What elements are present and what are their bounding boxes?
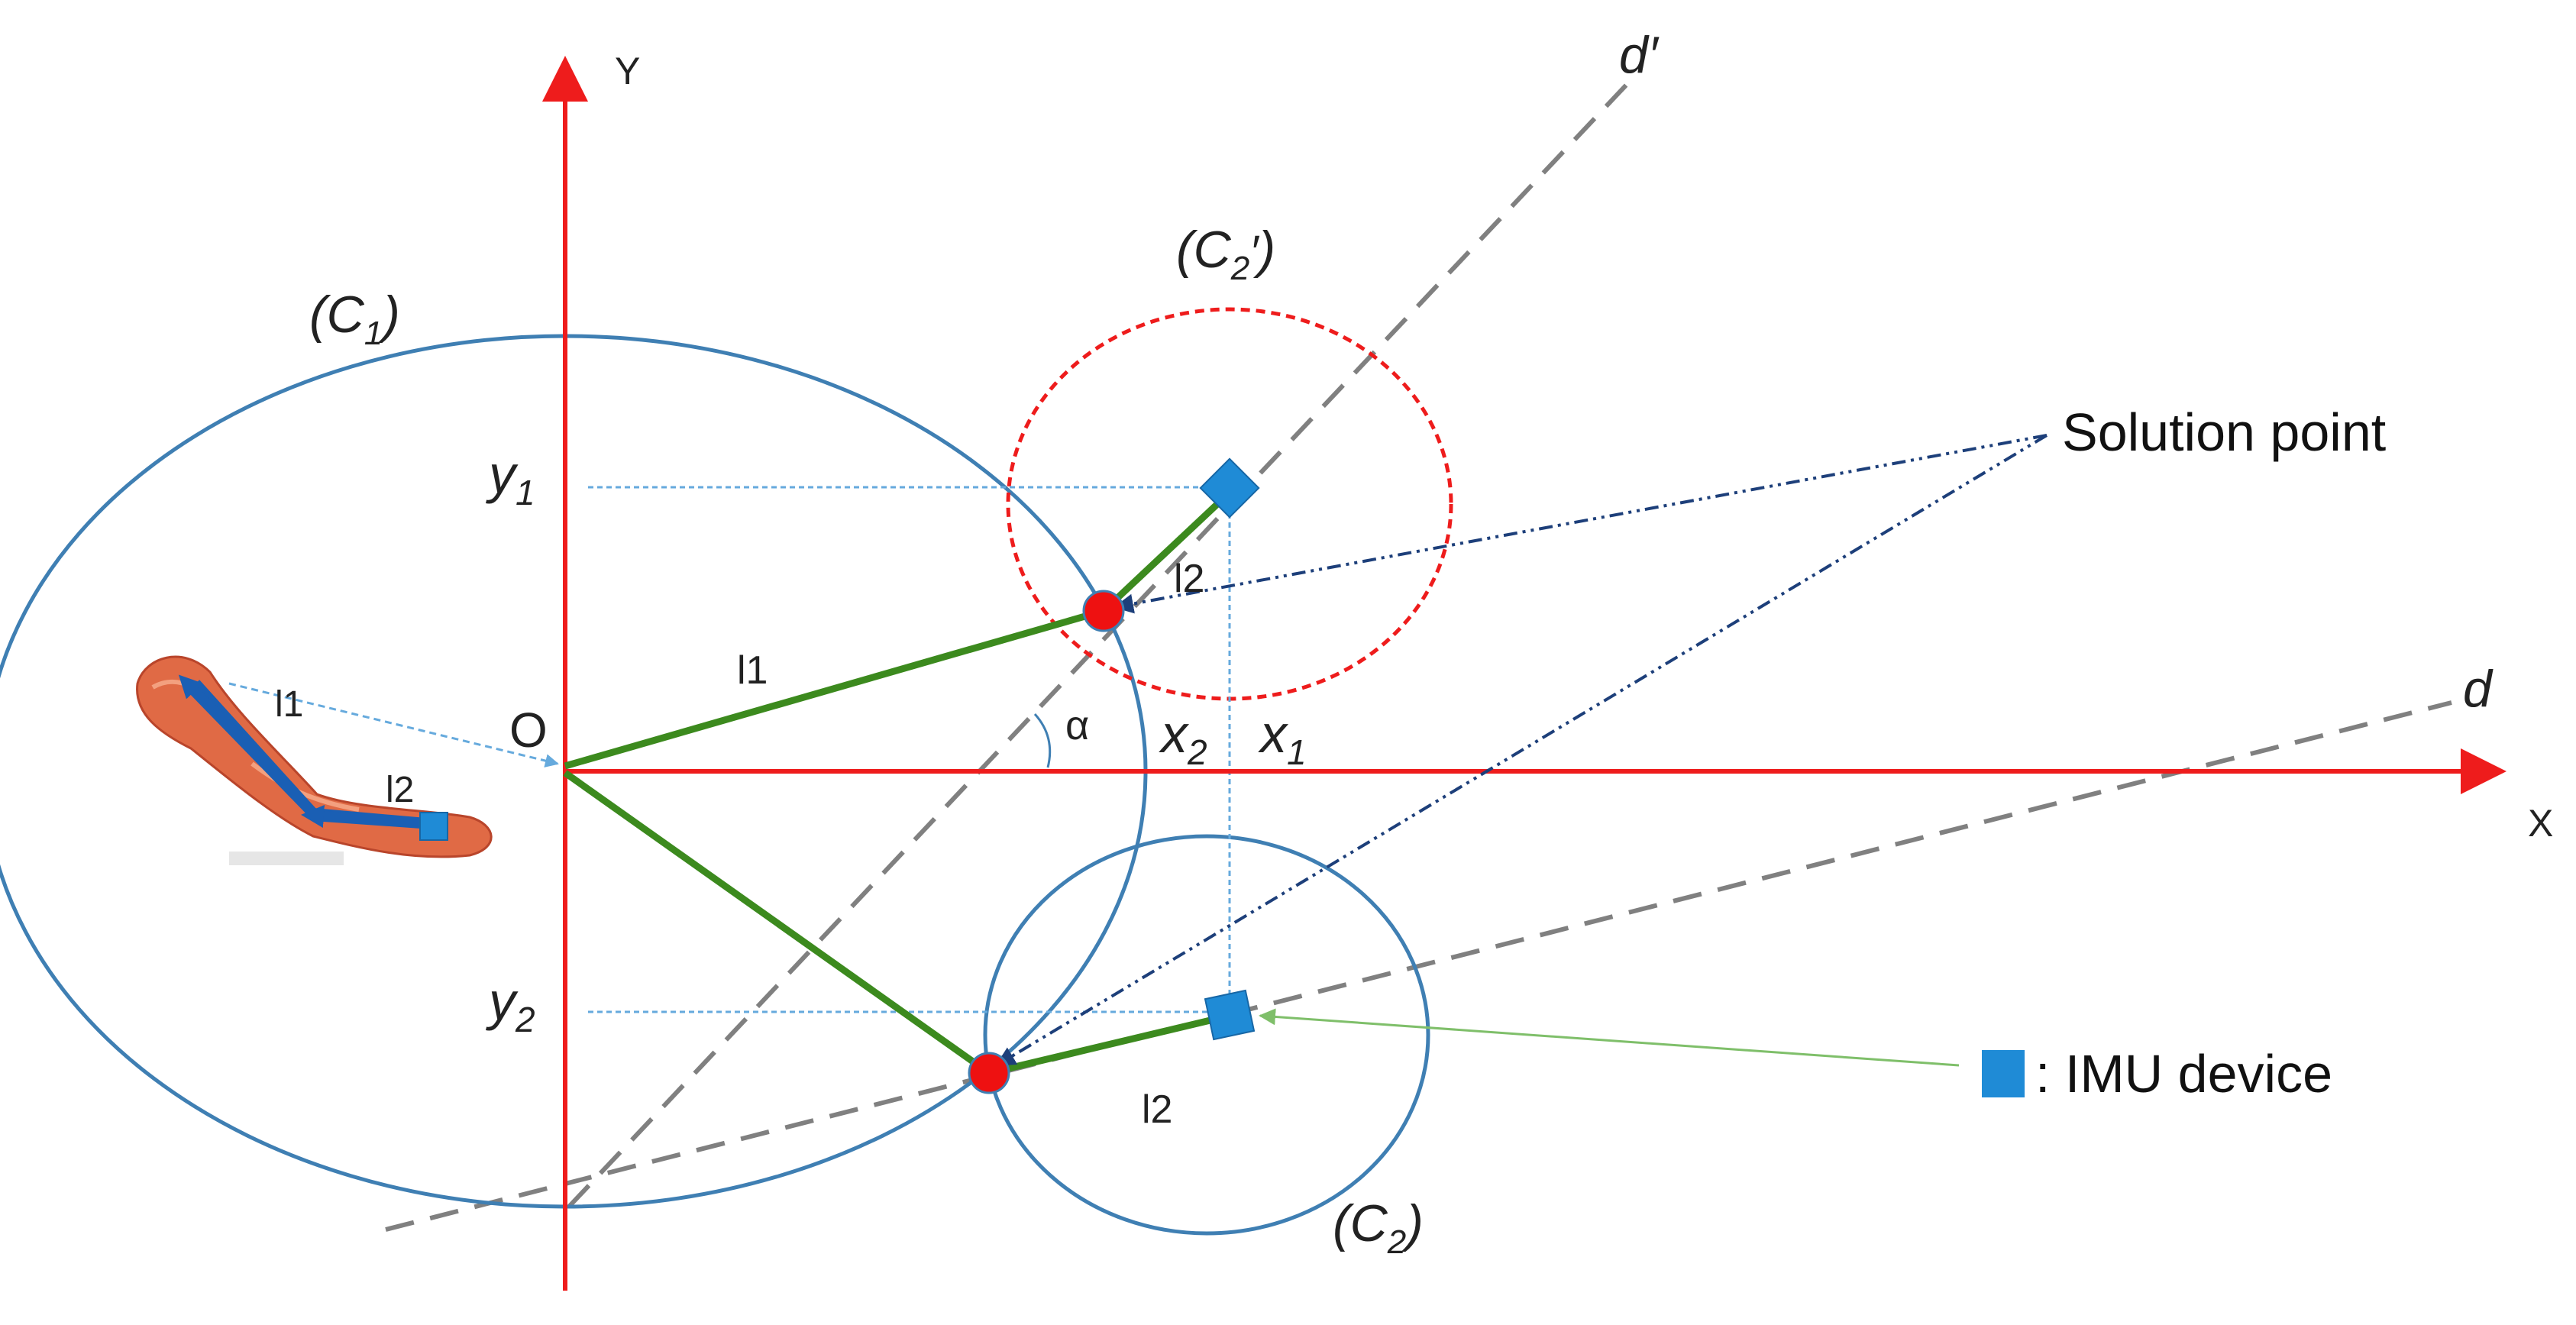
line-d	[385, 700, 2452, 1232]
link-l2-upper	[1101, 490, 1233, 614]
alpha-angle-arc	[1033, 713, 1052, 768]
solution-pointer-lower	[995, 434, 2048, 1067]
y2-label: y2	[486, 971, 535, 1039]
link-l1-label: l1	[737, 648, 768, 693]
link-l2-lower	[987, 1012, 1231, 1077]
imu-legend-label: : IMU device	[2035, 1044, 2332, 1104]
imu-device-icon	[1982, 1050, 2025, 1097]
arm-l1-label: l1	[275, 684, 303, 725]
x-axis-label: X	[2528, 802, 2553, 845]
imu-device-icon	[1199, 457, 1260, 519]
elbow-joint-icon	[968, 1052, 1010, 1094]
link-l1-lower	[563, 770, 991, 1076]
link-l2-upper-label: l2	[1174, 557, 1204, 601]
elbow-joint-icon	[1082, 590, 1125, 632]
imu-pointer	[1259, 1008, 1960, 1067]
circle-c2-label: (C2)	[1333, 1194, 1424, 1261]
arm-muscle-icon	[136, 655, 493, 865]
origin-label: O	[509, 703, 548, 758]
solution-pointer-upper	[1113, 434, 2048, 614]
circle-c2	[983, 834, 1430, 1236]
x2-label: x2	[1159, 704, 1207, 772]
solution-point-label: Solution point	[2062, 402, 2386, 462]
arm-l1-pointer	[228, 682, 559, 768]
imu-device-icon	[1204, 989, 1256, 1041]
line-d-label: d	[2463, 660, 2494, 718]
x1-label: x1	[1258, 704, 1307, 772]
arm-l2-label: l2	[386, 770, 414, 810]
y1-label: y1	[486, 444, 535, 512]
link-l2-lower-label: l2	[1142, 1087, 1172, 1132]
circle-c2-prime-label: (C2′)	[1176, 221, 1275, 287]
line-dprime-label: d′	[1619, 26, 1660, 84]
link-l1-upper	[564, 607, 1105, 770]
alpha-label: α	[1065, 703, 1089, 748]
circle-c1-label: (C1)	[309, 286, 400, 352]
line-d-prime	[567, 74, 1637, 1209]
y-axis-label: Y	[615, 50, 640, 92]
